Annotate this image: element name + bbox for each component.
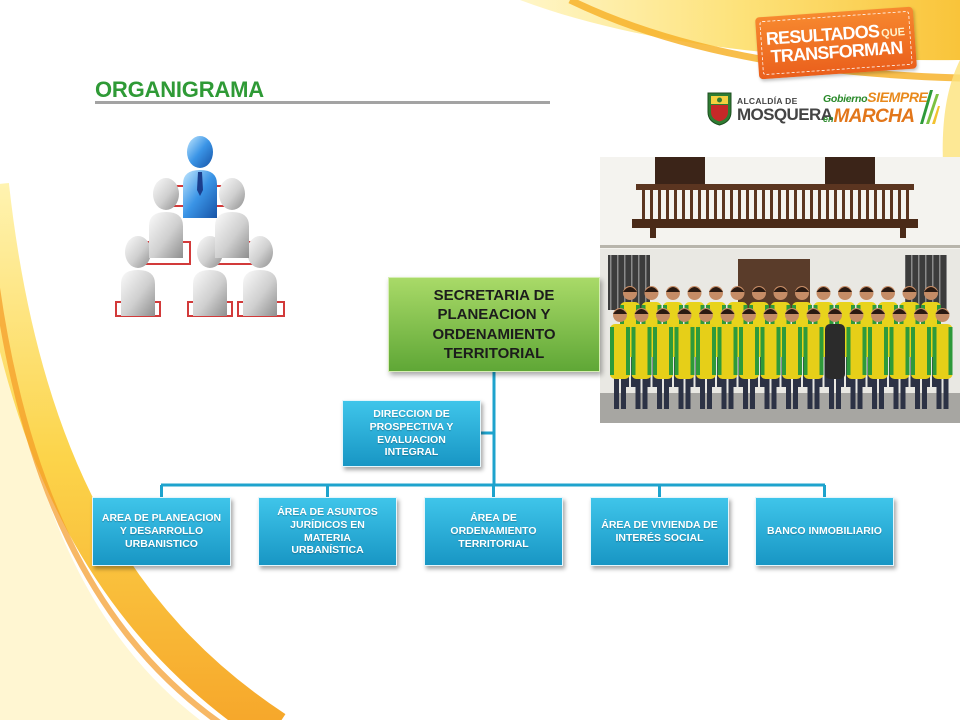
team-photo: [600, 157, 960, 423]
person-figure-gray: [215, 178, 249, 258]
bottom-left-fill: [0, 260, 200, 720]
marcha-word: MARCHA: [833, 106, 915, 127]
gobierno-logo: GobiernoSIEMPRE enMARCHA: [823, 89, 928, 128]
gobierno-word: Gobierno: [823, 93, 868, 105]
person-figure: [889, 308, 910, 409]
siempre-word: SIEMPRE: [867, 89, 928, 105]
alcaldia-line-1: ALCALDÍA DE: [737, 96, 798, 106]
person-figure: [825, 308, 845, 409]
person-figure-leader-blue: [183, 136, 217, 218]
person-figure: [932, 308, 953, 409]
person-figure: [760, 308, 781, 409]
gobierno-stripes-icon: [920, 90, 940, 124]
person-figure: [610, 308, 630, 409]
gobierno-row-2: enMARCHA: [823, 106, 927, 128]
person-figure: [717, 308, 738, 409]
en-word: en: [823, 114, 834, 124]
person-figure: [911, 308, 931, 409]
person-figure: [674, 308, 695, 409]
alcaldia-line-2: MOSQUERA: [737, 105, 833, 124]
person-figure: [696, 308, 716, 409]
org-area-box-planeacion: AREA DE PLANEACION Y DESARROLLO URBANIST…: [92, 497, 231, 566]
person-figure-gray: [243, 236, 277, 316]
org-staff-unit-box: DIRECCION DE PROSPECTIVA Y EVALUACION IN…: [342, 400, 481, 467]
alcaldia-logo-text: ALCALDÍA DE MOSQUERA: [737, 96, 833, 124]
team-members: [610, 286, 953, 409]
badge-frame: RESULTADOSQUE TRANSFORMAN: [759, 10, 913, 76]
person-figure: [782, 308, 802, 409]
mosquera-shield-icon: [707, 92, 732, 126]
person-figure: [631, 308, 652, 409]
person-figure: [739, 308, 759, 409]
org-area-box-ordenamiento: ÁREA DE ORDENAMIENTO TERRITORIAL: [424, 497, 563, 566]
resultados-badge: RESULTADOSQUE TRANSFORMAN: [755, 6, 917, 80]
org-area-box-juridicos: ÁREA DE ASUNTOS JURÍDICOS EN MATERIA URB…: [258, 497, 397, 566]
person-figure-gray: [121, 236, 155, 316]
person-figure: [653, 308, 673, 409]
org-area-box-banco: BANCO INMOBILIARIO: [755, 497, 894, 566]
title-underline: [95, 101, 550, 104]
org-area-box-vivienda: ÁREA DE VIVIENDA DE INTERÉS SOCIAL: [590, 497, 729, 566]
org-root-box: SECRETARIA DE PLANEACION Y ORDENAMIENTO …: [388, 277, 600, 372]
person-figure: [868, 308, 888, 409]
person-figure-gray: [149, 178, 183, 258]
page-title: ORGANIGRAMA: [95, 77, 264, 102]
bottom-left-band: [0, 182, 286, 720]
org-chart-people-icon: [115, 136, 285, 317]
person-figure: [846, 308, 867, 409]
bottom-left-arc: [0, 287, 221, 720]
person-figure: [803, 308, 824, 409]
